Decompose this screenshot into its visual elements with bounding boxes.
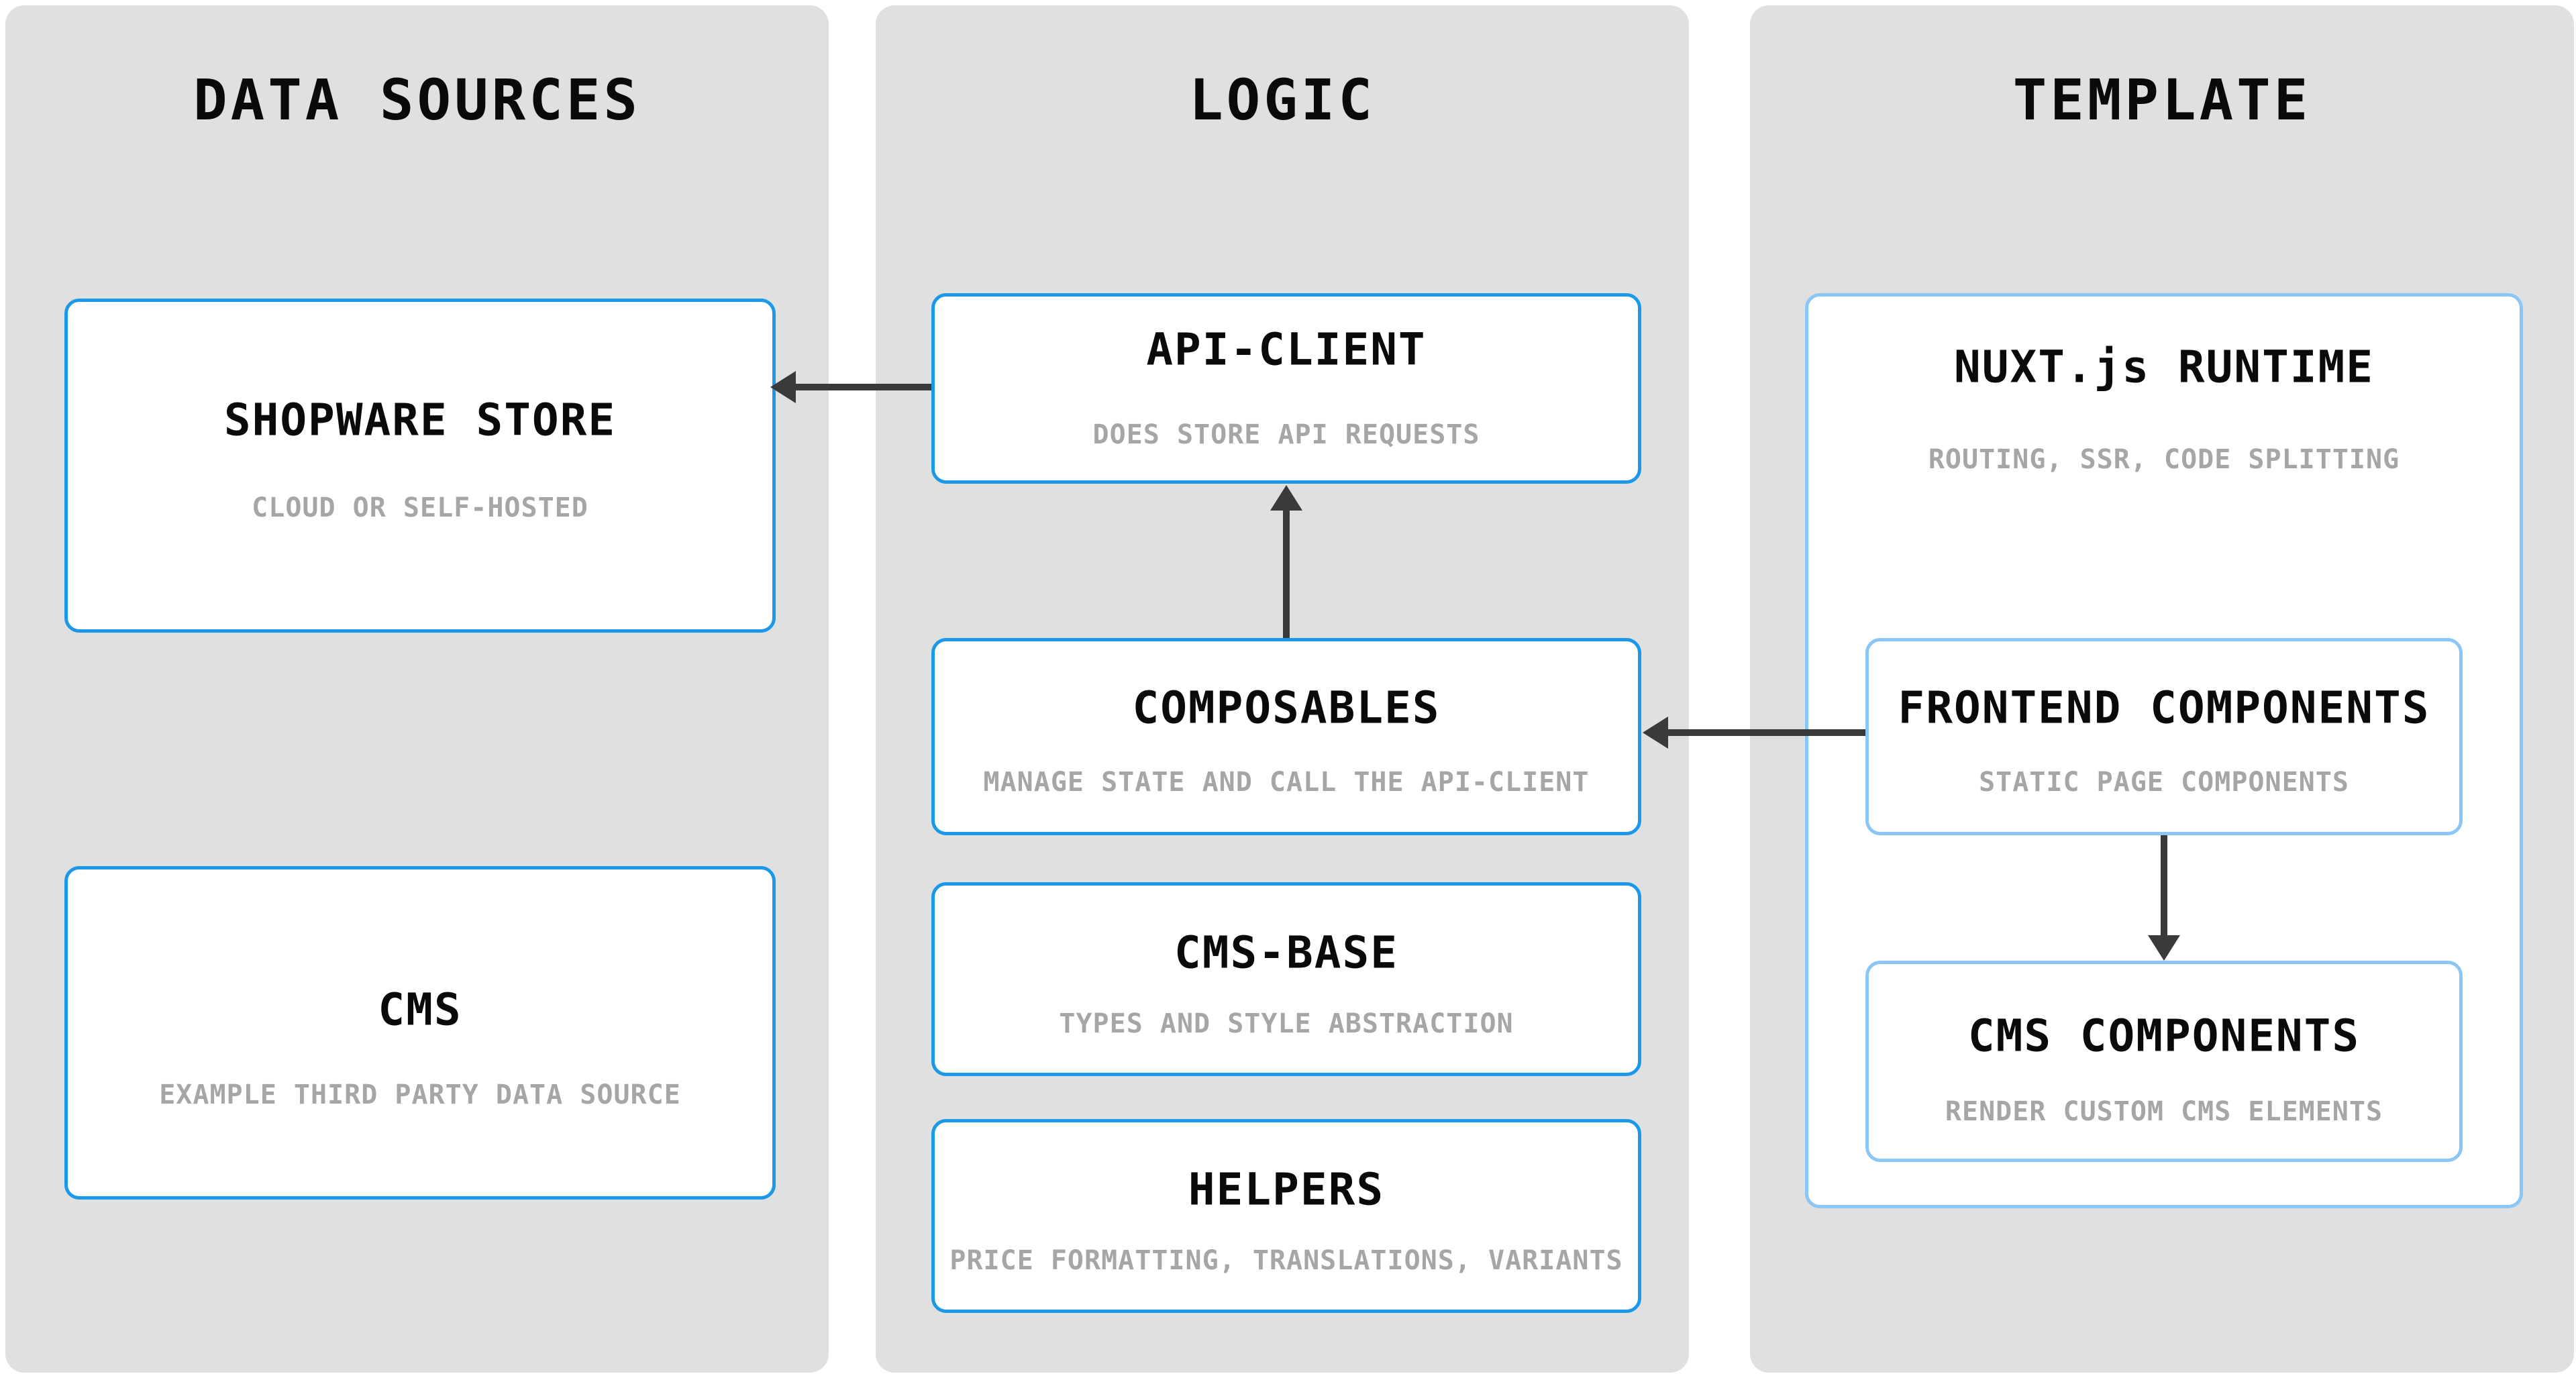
box-helpers-title: HELPERS xyxy=(1188,1163,1385,1216)
box-helpers-subtitle: PRICE FORMATTING, TRANSLATIONS, VARIANTS xyxy=(949,1245,1623,1277)
box-cms-base-subtitle: TYPES AND STYLE ABSTRACTION xyxy=(1059,1008,1514,1040)
box-cms-base: CMS-BASE TYPES AND STYLE ABSTRACTION xyxy=(931,882,1641,1076)
box-nuxt-runtime-title: NUXT.js RUNTIME xyxy=(1953,341,2375,393)
box-api-client-title: API-CLIENT xyxy=(1146,323,1427,376)
arrowhead-up-icon xyxy=(1270,485,1302,511)
box-cms-components: CMS COMPONENTS RENDER CUSTOM CMS ELEMENT… xyxy=(1865,961,2463,1162)
box-api-client-subtitle: DOES STORE API REQUESTS xyxy=(1092,419,1480,450)
panel-data-sources: DATA SOURCES SHOPWARE STORE CLOUD OR SEL… xyxy=(5,5,829,1373)
arrowhead-down-icon xyxy=(2148,935,2180,961)
box-helpers: HELPERS PRICE FORMATTING, TRANSLATIONS, … xyxy=(931,1119,1641,1313)
box-shopware-store-title: SHOPWARE STORE xyxy=(223,394,617,446)
box-cms-subtitle: EXAMPLE THIRD PARTY DATA SOURCE xyxy=(159,1079,681,1111)
box-cms-components-title: CMS COMPONENTS xyxy=(1967,1010,2361,1062)
box-nuxt-runtime: NUXT.js RUNTIME ROUTING, SSR, CODE SPLIT… xyxy=(1805,293,2523,1208)
arrowhead-left-icon xyxy=(770,371,796,403)
arrow-shaft xyxy=(1283,508,1290,638)
box-frontend-components-title: FRONTEND COMPONENTS xyxy=(1898,682,2430,734)
box-api-client: API-CLIENT DOES STORE API REQUESTS xyxy=(931,293,1641,484)
box-composables-title: COMPOSABLES xyxy=(1132,682,1441,734)
box-frontend-components: FRONTEND COMPONENTS STATIC PAGE COMPONEN… xyxy=(1865,638,2463,835)
box-cms: CMS EXAMPLE THIRD PARTY DATA SOURCE xyxy=(64,866,776,1200)
box-frontend-components-subtitle: STATIC PAGE COMPONENTS xyxy=(1979,767,2349,798)
box-shopware-store-subtitle: CLOUD OR SELF-HOSTED xyxy=(252,492,588,524)
column-title-logic: LOGIC xyxy=(1189,67,1376,133)
box-nuxt-runtime-subtitle: ROUTING, SSR, CODE SPLITTING xyxy=(1928,444,2400,475)
box-cms-components-subtitle: RENDER CUSTOM CMS ELEMENTS xyxy=(1945,1096,2383,1128)
arrow-shaft xyxy=(2161,835,2167,937)
box-cms-title: CMS xyxy=(378,984,462,1036)
arrow-shaft xyxy=(1664,729,1865,736)
box-shopware-store: SHOPWARE STORE CLOUD OR SELF-HOSTED xyxy=(64,299,776,633)
arrowhead-left-icon xyxy=(1643,717,1668,749)
column-title-data-sources: DATA SOURCES xyxy=(193,67,641,133)
arrow-shaft xyxy=(792,384,931,390)
box-composables-subtitle: MANAGE STATE AND CALL THE API-CLIENT xyxy=(983,767,1590,798)
box-composables: COMPOSABLES MANAGE STATE AND CALL THE AP… xyxy=(931,638,1641,835)
box-cms-base-title: CMS-BASE xyxy=(1174,926,1398,979)
column-title-template: TEMPLATE xyxy=(2012,67,2312,133)
